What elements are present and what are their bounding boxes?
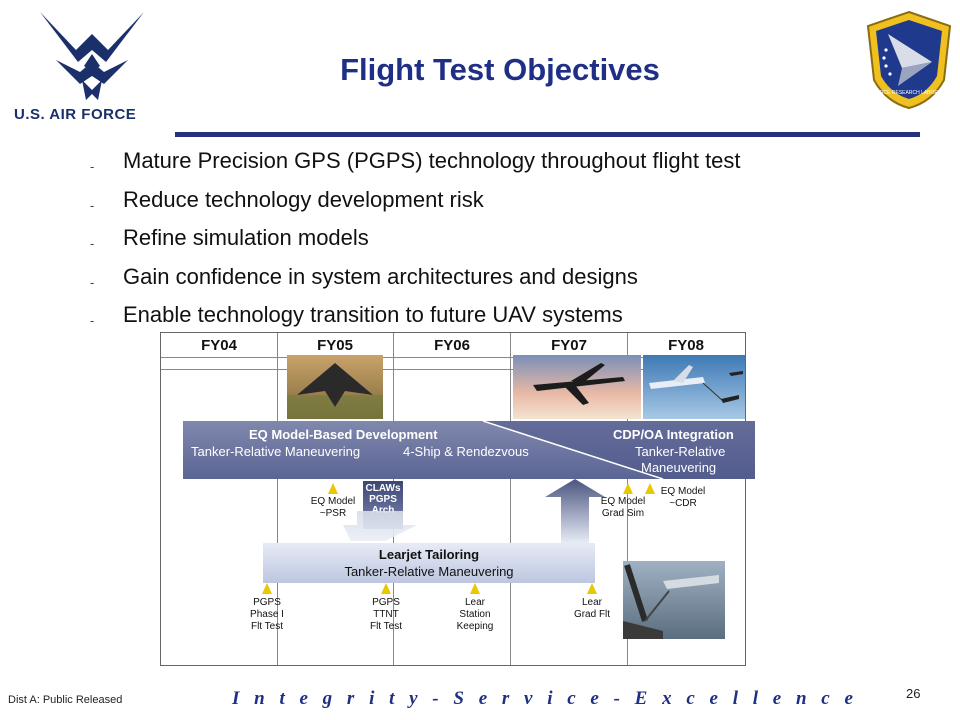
aircraft-photo-fy07 [513, 355, 641, 419]
fiscal-year-header: FY05 [317, 337, 353, 354]
list-item: - Refine simulation models [90, 219, 920, 258]
eq-band-item: 4-Ship & Rendezvous [403, 444, 529, 459]
claws-line: CLAWs [365, 483, 401, 494]
list-item: - Mature Precision GPS (PGPS) technology … [90, 142, 920, 181]
motto: I n t e g r i t y - S e r v i c e - E x … [232, 688, 858, 709]
milestone-line: Phase I [250, 609, 284, 620]
milestone-line: PGPS [372, 597, 400, 608]
seal-text: AIR FORCE RESEARCH LABORATORY [863, 90, 955, 96]
claws-line: Arch [371, 505, 395, 516]
milestone-label: Lear Grad Flt [563, 597, 621, 621]
program-timeline: FY04 FY05 FY06 FY07 FY08 [160, 332, 755, 666]
afrl-seal: AIR FORCE RESEARCH LABORATORY [862, 10, 956, 110]
milestone-marker [328, 483, 338, 494]
bullet-dash: - [90, 313, 95, 328]
objective-text: Reduce technology development risk [123, 186, 484, 212]
band-divider [482, 421, 755, 479]
afrl-shield-icon: AIR FORCE RESEARCH LABORATORY [863, 10, 955, 110]
milestone-line: EQ Model [600, 496, 646, 507]
milestone-line: Grad Sim [601, 508, 645, 519]
milestone-label: EQ Model Grad Sim [595, 496, 651, 520]
lear-band-subtitle: Tanker-Relative Maneuvering [344, 564, 514, 579]
milestone-line: ~PSR [319, 508, 347, 519]
air-force-wings-icon [40, 12, 144, 100]
objective-text: Gain confidence in system architectures … [123, 263, 638, 289]
objectives-list: - Mature Precision GPS (PGPS) technology … [90, 142, 920, 335]
lear-band-title: Learjet Tailoring [378, 547, 480, 562]
objective-text: Mature Precision GPS (PGPS) technology t… [123, 148, 741, 174]
milestone-line: Grad Flt [573, 609, 611, 620]
fiscal-year-header: FY04 [201, 337, 237, 354]
milestone-marker [262, 583, 272, 594]
bullet-dash: - [90, 197, 95, 213]
milestone-marker [623, 483, 633, 494]
aircraft-photo-fy05 [287, 355, 383, 419]
milestone-label: PGPS Phase I Flt Test [237, 597, 297, 633]
milestone-line: ~CDR [669, 498, 697, 509]
milestone-line: Flt Test [369, 621, 403, 632]
fiscal-year-header: FY07 [551, 337, 587, 354]
eq-model-band: EQ Model-Based Development Tanker-Relati… [183, 421, 755, 479]
milestone-marker [587, 583, 597, 594]
milestone-line: Keeping [456, 621, 494, 632]
org-name: U.S. AIR FORCE [14, 106, 137, 123]
fiscal-year-header: FY06 [434, 337, 470, 354]
list-item: - Reduce technology development risk [90, 181, 920, 220]
cdp-band-item: Tanker-Relative [635, 444, 726, 459]
list-item: - Enable technology transition to future … [90, 296, 920, 335]
milestone-marker [381, 583, 391, 594]
refueling-photo [623, 561, 725, 639]
claws-line: PGPS [369, 494, 397, 505]
learjet-band: Learjet Tailoring Tanker-Relative Maneuv… [263, 543, 595, 583]
milestone-line: TTNT [373, 609, 399, 620]
page-number: 26 [906, 686, 921, 701]
eq-band-item: Tanker-Relative Maneuvering [191, 444, 361, 459]
milestone-label: PGPS TTNT Flt Test [357, 597, 415, 633]
milestone-marker [645, 483, 655, 494]
milestone-line: Flt Test [250, 621, 284, 632]
milestone-line: EQ Model [310, 496, 356, 507]
page-title: Flight Test Objectives [340, 52, 660, 87]
milestone-marker [470, 583, 480, 594]
aircraft-photo-fy08 [643, 355, 745, 419]
bullet-dash: - [90, 236, 95, 251]
eq-band-title: EQ Model-Based Development [249, 427, 438, 442]
fiscal-year-header: FY08 [668, 337, 704, 354]
objective-text: Refine simulation models [123, 225, 369, 251]
bullet-dash: - [90, 274, 95, 290]
milestone-line: Lear [581, 597, 602, 608]
milestone-line: EQ Model [660, 486, 706, 497]
bullet-dash: - [90, 159, 95, 174]
distribution-statement: Dist A: Public Released [8, 694, 123, 706]
list-item: - Gain confidence in system architectures… [90, 258, 920, 297]
flow-arrows [343, 479, 605, 543]
milestone-line: Lear [464, 597, 485, 608]
milestone-label: Lear Station Keeping [447, 597, 503, 633]
milestone-line: Station [459, 609, 491, 620]
milestone-label: EQ Model ~CDR [657, 486, 709, 510]
cdp-band-item: Maneuvering [641, 460, 717, 475]
milestone-label: EQ Model ~PSR [301, 496, 365, 520]
title-divider [175, 132, 920, 137]
cdp-band-title: CDP/OA Integration [613, 427, 734, 442]
objective-text: Enable technology transition to future U… [123, 302, 623, 328]
air-force-logo: U.S. AIR FORCE [14, 10, 154, 128]
milestone-line: PGPS [253, 597, 281, 608]
